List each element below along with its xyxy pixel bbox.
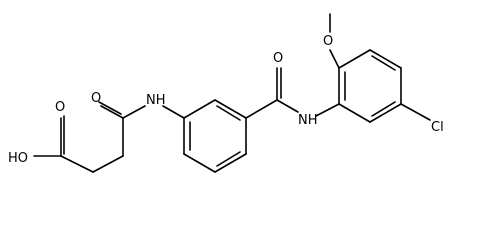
bond-c2-c3 <box>92 155 124 173</box>
bond-c5-nh <box>276 99 299 113</box>
ring2-inner-bond-2 <box>371 55 396 71</box>
ring2-bond-2 <box>338 49 371 69</box>
bond-nh-ring1 <box>162 105 185 119</box>
ring1-bond-2 <box>214 99 247 119</box>
bond-c4-o-b <box>98 101 122 115</box>
bond-c1-c2 <box>60 155 94 173</box>
bond-c4-nh <box>122 105 146 119</box>
chemical-structure-diagram: HO O O NH O NH O Cl <box>8 13 444 173</box>
label-chlorine: Cl <box>431 120 444 135</box>
label-amide-oxygen-left: O <box>91 91 101 106</box>
ring2-bond-3 <box>369 49 402 69</box>
bond-c4-o-a <box>100 105 124 119</box>
bond-ring2-cl <box>400 103 431 121</box>
ring1-inner-bond-1 <box>216 105 241 121</box>
ring1-bond-1 <box>183 99 216 119</box>
bond-nh-ring2 <box>315 103 340 117</box>
label-methoxy-oxygen: O <box>323 34 333 49</box>
ring1-inner-bond-2 <box>216 151 241 167</box>
bond-ring1-c5 <box>245 99 278 119</box>
label-layer: HO O O NH O NH O Cl <box>8 34 444 166</box>
ring1-bond-5 <box>183 153 216 173</box>
bond-ring2-o-methoxy <box>329 49 340 69</box>
ring2-inner-bond-3 <box>371 101 396 117</box>
label-amide-oxygen-right: O <box>273 51 283 66</box>
ring2-bond-6 <box>338 103 371 123</box>
label-amide-nitrogen-right: NH <box>298 113 318 128</box>
bond-layer <box>33 13 431 173</box>
structure-canvas: HO O O NH O NH O Cl <box>8 13 444 173</box>
label-amide-nitrogen-left: NH <box>146 93 166 108</box>
ring1-bond-4 <box>214 153 247 173</box>
label-carboxyl-oxygen: O <box>55 100 65 115</box>
ring2-bond-5 <box>369 103 402 123</box>
label-hydroxyl: HO <box>8 151 28 166</box>
